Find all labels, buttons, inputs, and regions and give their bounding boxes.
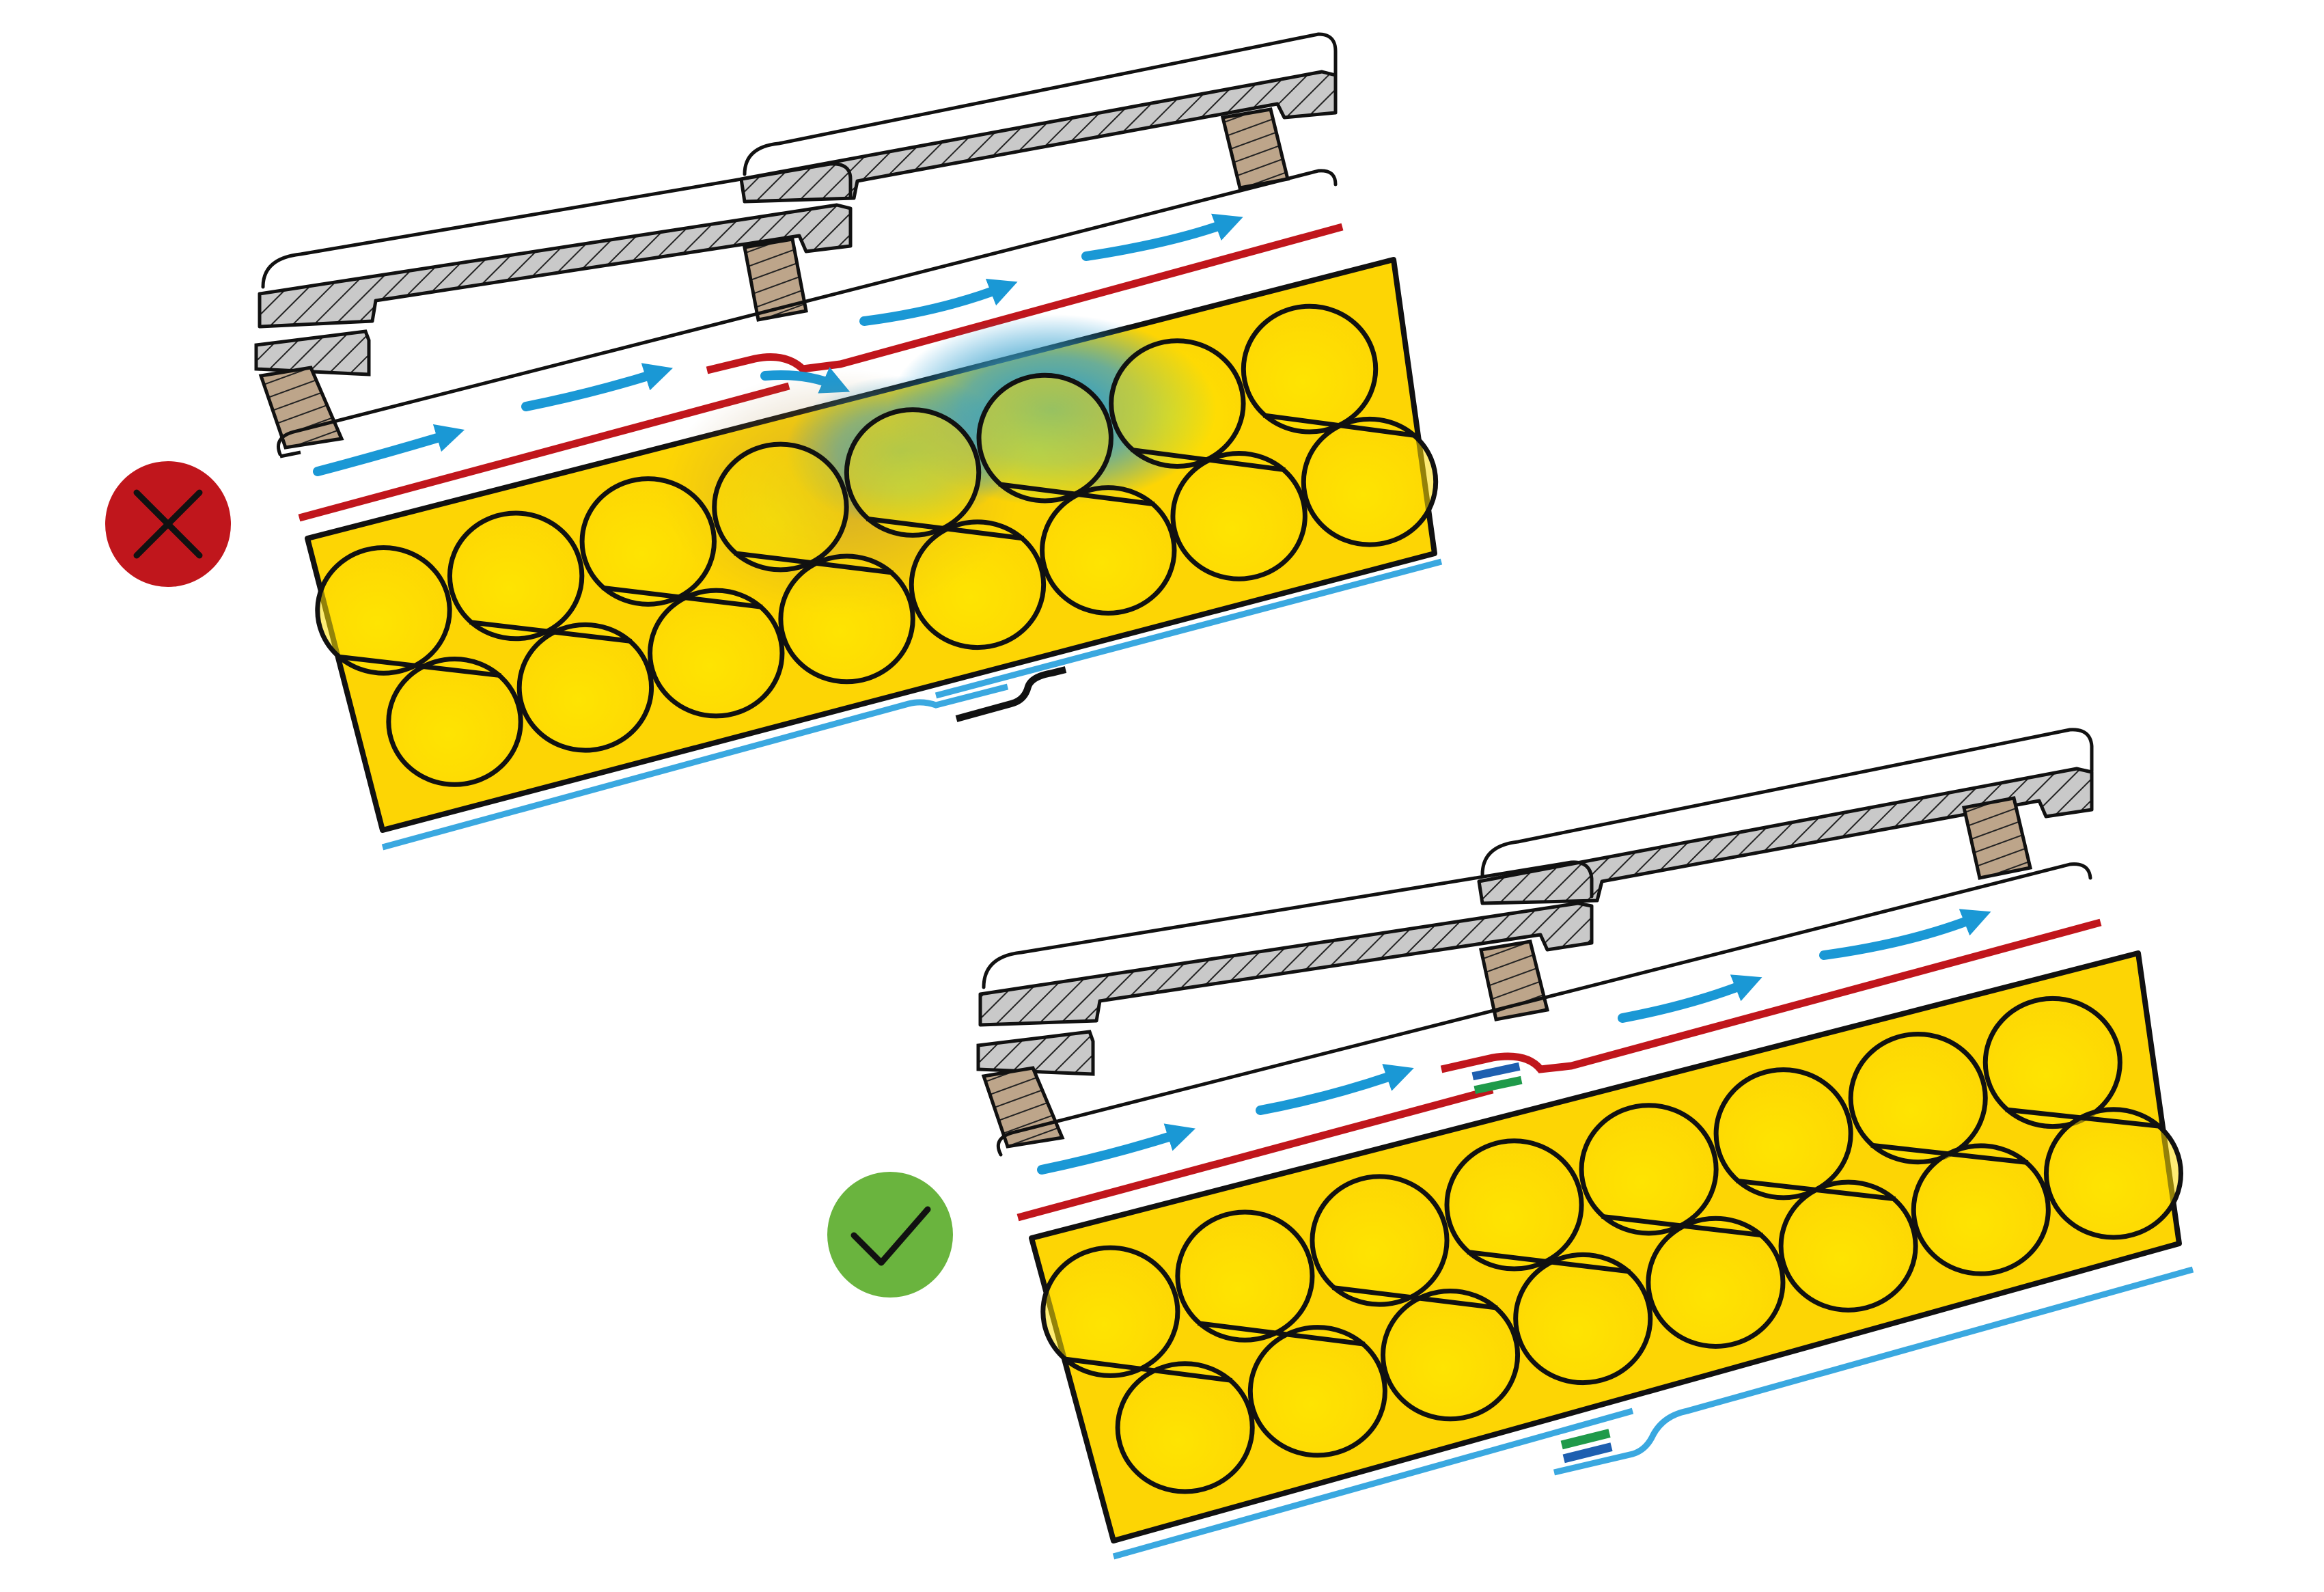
airflow-arrow [1618,974,1762,1023]
variant-correct [827,728,2194,1560]
insulation-fibre-lobe [1513,1252,1653,1386]
insulation-fibre-lobe [1040,1245,1180,1378]
counter-batten-bottom-line [279,450,301,458]
insulation-fibre-lobe [1175,1209,1315,1343]
insulation-fibres [1040,996,2184,1494]
insulation-fibre-lobe [712,441,849,573]
insulation-fibre-lobe [648,588,785,719]
vapour-barrier [1112,1266,2194,1560]
insulation-fibre-lobe [1911,1143,2051,1276]
airflow-arrows [1037,909,1991,1175]
sealing-tape-blue [1562,1442,1613,1464]
airflow-arrow [1819,909,1991,960]
insulation-fibre-lobe [1778,1179,1918,1313]
sealing-tape-blue [1471,1062,1521,1081]
status-correct [827,1172,953,1298]
insulation-fibre-lobe [579,476,717,607]
insulation-fibre-link [1736,1178,1896,1202]
insulation-fibre-lobe [1982,996,2122,1129]
insulation-fibre-link [1870,1142,2029,1166]
insulation-fibre-lobe [1301,416,1439,547]
sealing-tape-green [1560,1429,1611,1450]
insulation-fibre-lobe [909,519,1047,650]
airflow-arrow [1256,1064,1414,1115]
sealing-tape-green [1474,1075,1523,1095]
insulation-fibre-link [734,551,894,575]
insulation-fibre-link [601,585,763,609]
underlay-membrane [1016,918,2102,1222]
insulation-fibre-link [1467,1249,1631,1274]
insulation-fibre-lobe [315,545,452,676]
insulation-fibre-lobe [1848,1031,1988,1165]
batten [981,1066,1065,1149]
insulation-fibre-lobe [516,622,654,753]
insulation-fibre-lobe [1040,485,1177,616]
insulation-fibre-lobe [1646,1216,1786,1349]
airflow-arrow [521,363,674,411]
insulation-fibre-lobe [2043,1107,2184,1240]
underlay-membrane [298,223,1344,522]
insulation-fibre-lobe [976,372,1113,504]
airflow-arrow [1081,213,1243,261]
batten [743,237,808,322]
insulation-fibre-link [1131,447,1286,473]
insulation-fibre-lobe [1579,1103,1719,1236]
status-incorrect [105,461,231,587]
insulation-fibre-link [1601,1213,1763,1238]
counter-batten-line [277,169,1338,456]
roof-tile-upper [739,32,1338,204]
counter-batten-line [996,862,2092,1157]
roof-tile-lower [254,162,853,376]
insulation-block [1029,950,2184,1543]
insulation-fibre-link [1197,1321,1366,1347]
insulation-fibre-lobe [1241,303,1379,435]
insulation-fibre-lobe [1310,1174,1450,1307]
insulation-fibre-link [1062,1356,1233,1383]
insulation-fibre-lobe [1713,1067,1853,1200]
unsealed-overlap [955,666,1067,722]
batten [1961,796,2033,880]
roof-tile-lower [976,860,1594,1076]
insulation-fibre-link [2005,1107,2161,1129]
insulation-fibre-lobe [1380,1289,1521,1422]
insulation-fibre-lobe [447,510,585,642]
insulation-fibre-lobe [1170,450,1308,581]
batten [1479,939,1550,1021]
insulation-fibre-lobe [778,553,915,685]
insulation-fibres [315,303,1439,787]
roof-tile-upper [1477,728,2094,905]
insulation-fibre-lobe [1247,1325,1387,1458]
insulation-fibre-link [1332,1285,1498,1310]
batten [258,366,344,450]
vapour-barrier [381,558,1443,851]
insulation-fibre-lobe [386,657,523,787]
variant-incorrect [105,32,1443,851]
insulation-fibre-lobe [844,407,982,538]
airflow-arrow [313,424,465,476]
airflow-arrow [1037,1123,1196,1175]
insulation-fibre-link [1262,413,1417,438]
insulation-block [305,257,1439,833]
insulation-fibre-lobe [1444,1138,1584,1272]
insulation-fibre-link [337,654,501,678]
airflow-arrow [859,279,1018,326]
insulation-fibre-link [866,516,1025,541]
insulation-fibre-link [998,482,1155,507]
batten [1220,107,1290,190]
insulation-fibre-link [469,620,632,644]
insulation-fibre-lobe [1115,1361,1255,1494]
check-icon [827,1172,953,1298]
insulation-fibre-lobe [1109,338,1246,469]
